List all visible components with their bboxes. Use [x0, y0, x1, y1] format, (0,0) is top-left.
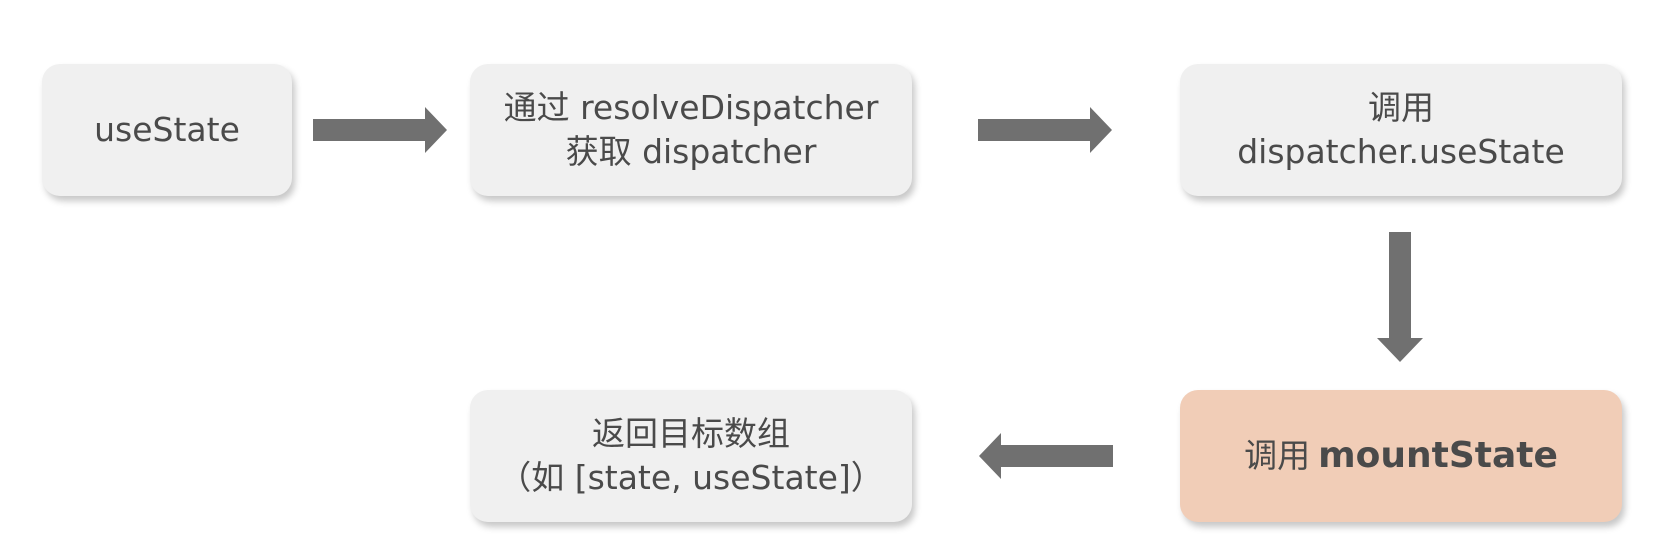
node-resolve-dispatcher: 通过 resolveDispatcher 获取 dispatcher — [470, 64, 912, 196]
node-call-dispatcher-usestate: 调用 dispatcher.useState — [1180, 64, 1622, 196]
arrow-down — [1377, 232, 1423, 362]
node-mount-state-emphasis: mountState — [1318, 435, 1558, 477]
node-return-array: 返回目标数组 （如 [state, useState]） — [470, 390, 912, 522]
arrow-right-1 — [313, 107, 447, 153]
node-mount-state: 调用 mountState — [1180, 390, 1622, 522]
node-return-array-line2: （如 [state, useState]） — [498, 458, 884, 497]
node-mount-state-prefix: 调用 — [1244, 436, 1311, 476]
node-usestate: useState — [42, 64, 292, 196]
node-resolve-dispatcher-line2: 获取 dispatcher — [565, 132, 817, 171]
arrow-right-2 — [978, 107, 1112, 153]
node-call-dispatcher-line1: 调用 — [1368, 88, 1434, 128]
node-return-array-line1: 返回目标数组 — [592, 414, 790, 454]
arrow-left — [979, 433, 1113, 479]
node-call-dispatcher-line2: dispatcher.useState — [1237, 132, 1565, 171]
node-resolve-dispatcher-line1: 通过 resolveDispatcher — [503, 88, 879, 128]
node-mount-state-row: 调用 mountState — [1244, 432, 1558, 480]
node-usestate-label: useState — [94, 110, 240, 150]
